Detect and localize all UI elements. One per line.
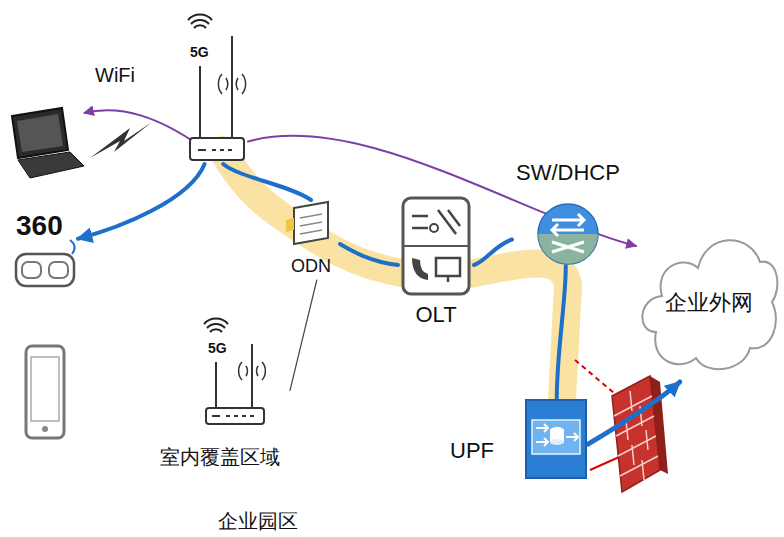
- node-label: 5G: [208, 340, 227, 356]
- external-network-cloud: 企业外网: [636, 212, 782, 382]
- control-link: [575, 360, 614, 393]
- laptop-icon: [12, 108, 84, 178]
- fiber-band: [222, 150, 568, 400]
- node-label: 企业外网: [665, 290, 753, 315]
- text-label: 企业园区: [218, 510, 298, 533]
- switch-dhcp: SW/DHCP: [512, 160, 624, 266]
- node-label: UPF: [450, 438, 494, 463]
- connector-line: [557, 266, 566, 398]
- wifi-link: [84, 110, 200, 146]
- node-label: ODN: [291, 256, 331, 277]
- olt-device: OLT: [398, 196, 474, 334]
- node-label: 360: [16, 210, 63, 242]
- node-label: 5G: [190, 44, 209, 60]
- cpe-router-icon: [186, 14, 248, 164]
- odn-splitter: ODN: [282, 200, 340, 280]
- connector-line: [223, 164, 311, 200]
- vr-headset: 360: [12, 210, 78, 292]
- cpe-router: 5G: [186, 14, 248, 164]
- text-label: WiFi: [95, 64, 135, 87]
- connector-line: [290, 280, 317, 390]
- connector-line: [588, 382, 680, 444]
- connector-line: [474, 240, 512, 266]
- indoor-router: 5G 室内覆盖区域: [150, 322, 290, 474]
- connector-line: [78, 164, 205, 239]
- node-label: SW/DHCP: [516, 160, 620, 185]
- node-label: OLT: [415, 302, 456, 327]
- node-label: 室内覆盖区域: [160, 446, 280, 469]
- upf-node: UPF: [446, 398, 588, 482]
- wireless-bolt: [90, 122, 152, 158]
- connector-line: [340, 244, 398, 265]
- phone-icon: [26, 346, 64, 438]
- firewall-icon: [612, 376, 668, 492]
